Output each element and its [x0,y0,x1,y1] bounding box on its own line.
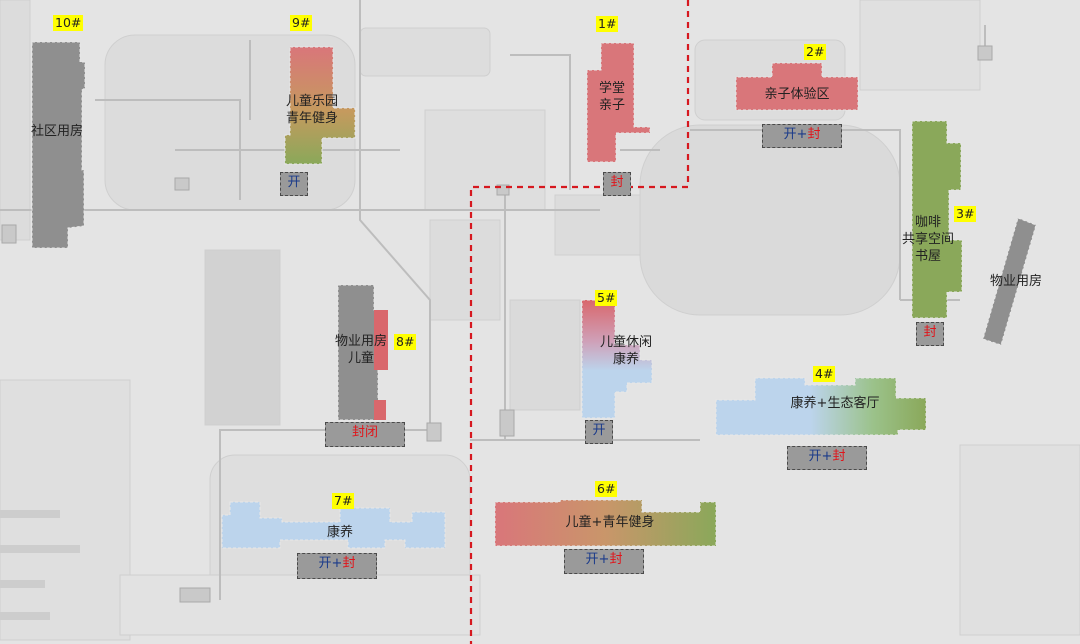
building-8-label: 物业用房 儿童 [334,334,387,366]
building-7-status-badge: 开+封 [297,553,377,579]
building-10-label: 社区用房 [30,124,83,139]
building-2-number: 2# [804,44,827,60]
zone-divider-line [469,0,690,644]
building-9-number: 9# [290,15,313,31]
building-3-status-badge: 封 [916,322,944,346]
building-3-label: 咖啡 共享空间 书屋 [901,215,954,264]
building-8-number: 8# [394,334,417,350]
building-7-shape [221,501,446,549]
building-9-label: 儿童乐园 青年健身 [285,94,338,126]
building-6-label: 儿童+青年健身 [565,515,655,530]
building-1-shape [586,42,651,163]
building-7-label: 康养 [326,525,353,540]
building-4-status-badge: 开+封 [787,446,867,470]
building-5-number: 5# [595,290,618,306]
building-1-label: 学堂 亲子 [598,81,625,113]
building-8-status-badge: 封闭 [325,422,405,447]
building-7-number: 7# [332,493,355,509]
building-1-number: 1# [596,16,619,32]
building-5-status-badge: 开 [585,420,613,444]
building-4-shape [715,377,927,436]
building-2-shape [735,62,859,111]
building-10-shape [31,41,86,249]
building-8-red-foot [374,400,386,420]
building-4-label: 康养+生态客厅 [790,396,880,411]
building-3-number: 3# [954,206,977,222]
building-property-shape [982,217,1037,346]
building-1-status-badge: 封 [603,172,631,196]
building-6-shape [494,499,717,547]
building-9-shape [284,46,356,165]
building-2-label: 亲子体验区 [764,87,830,102]
building-3-shape [911,120,963,319]
building-5-shape [581,299,653,419]
building-6-number: 6# [595,481,618,497]
building-6-status-badge: 开+封 [564,549,644,574]
building-8-red-strip [374,310,388,370]
building-4-number: 4# [813,366,836,382]
building-9-status-badge: 开 [280,172,308,196]
building-10-number: 10# [53,15,84,31]
building-property-label: 物业用房 [989,274,1042,289]
building-5-label: 儿童休闲 康养 [599,335,652,367]
building-2-status-badge: 开+封 [762,124,842,148]
